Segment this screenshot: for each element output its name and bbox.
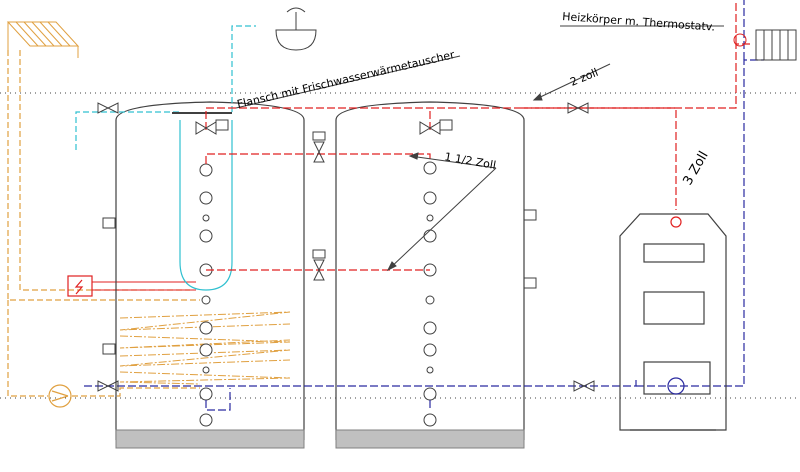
solar-pump-icon (48, 384, 72, 408)
reference-lines (0, 92, 800, 399)
valve-bottom-right (573, 380, 595, 392)
label-3-zoll: 3 Zoll (680, 149, 711, 188)
tank-1-ports (199, 163, 213, 427)
label-1-1-2-zoll: 1 1/2 Zoll (443, 150, 497, 172)
return-pipes (84, 0, 764, 411)
diagram-labels: Heizkörper m. Thermostatv. Flansch mit F… (236, 10, 716, 188)
valve-top-left (97, 102, 119, 114)
storage-tank-2 (335, 101, 537, 449)
valve-icons (97, 102, 595, 392)
valve-tank2-top (419, 119, 453, 135)
storage-tank-1 (102, 101, 305, 449)
hot-water-pipes (205, 0, 752, 271)
label-flansch: Flansch mit Frischwasserwärmetauscher (236, 48, 457, 111)
solar-collector (6, 21, 80, 58)
electric-heater-icon (67, 275, 196, 297)
valve-top-right (567, 102, 589, 114)
annotation-leaders (235, 25, 724, 272)
valve-mid-bottom (312, 249, 326, 281)
boiler (619, 213, 727, 431)
valve-mid-top (312, 131, 326, 163)
label-2-zoll: 2 zoll (568, 66, 600, 89)
valve-tank1-top (195, 119, 229, 135)
valve-bottom-left (97, 380, 119, 392)
radiator-icon (733, 29, 797, 61)
fresh-water-heat-exchanger (75, 25, 256, 291)
washbasin-icon (275, 7, 317, 51)
label-heizkoerper: Heizkörper m. Thermostatv. (562, 10, 716, 34)
